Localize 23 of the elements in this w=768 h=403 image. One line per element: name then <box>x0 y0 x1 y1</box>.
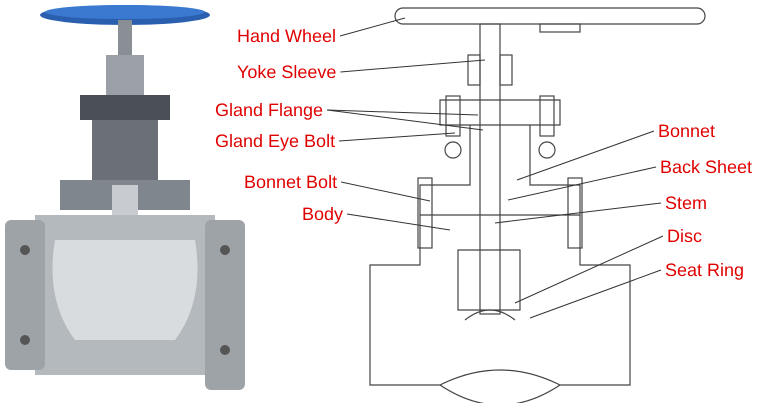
part-label: Disc <box>667 225 702 247</box>
part-label: Bonnet Bolt <box>244 171 338 193</box>
part-label: Body <box>302 203 344 225</box>
part-label: Yoke Sleeve <box>237 61 336 83</box>
leader-line <box>514 236 664 304</box>
leader-line <box>338 132 456 142</box>
part-label: Gland Flange <box>215 99 324 121</box>
leader-line <box>340 60 486 72</box>
part-label: Gland Eye Bolt <box>215 130 336 152</box>
leader-line <box>346 214 450 230</box>
leader-line <box>326 110 478 116</box>
part-label: Bonnet <box>658 120 716 142</box>
part-label: Stem <box>665 192 708 214</box>
leader-line <box>326 110 484 130</box>
leader-line <box>530 270 662 318</box>
leader-line <box>340 18 406 36</box>
part-label: Seat Ring <box>665 259 744 281</box>
part-label: Hand Wheel <box>237 25 336 47</box>
leader-line <box>340 182 430 202</box>
leader-line <box>508 166 656 200</box>
part-label: Back Sheet <box>660 156 752 178</box>
leader-line <box>494 202 662 224</box>
leader-line <box>516 130 654 180</box>
